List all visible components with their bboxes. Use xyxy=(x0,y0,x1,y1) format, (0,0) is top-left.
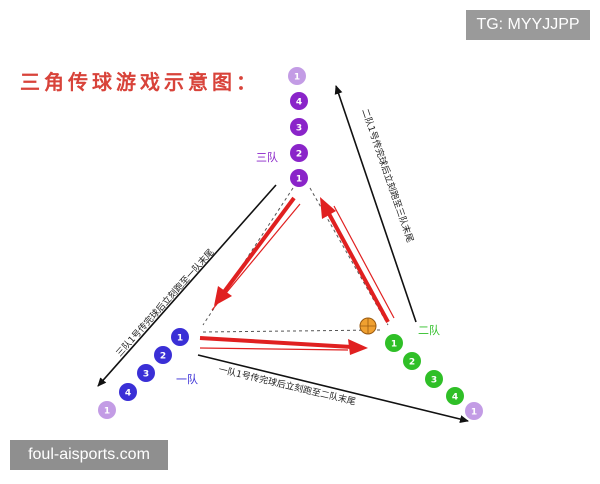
team1-member-label: 1 xyxy=(104,407,110,417)
team2-member-label: 1 xyxy=(471,408,477,418)
team2-member-label: 3 xyxy=(431,376,437,386)
team3-member-label: 4 xyxy=(296,98,302,108)
note-team2-run: 二队1号传完球后立刻跑至三队末尾 xyxy=(359,107,416,244)
team1-member-3: 3 xyxy=(137,364,155,382)
run-arrow-team1-to-team2 xyxy=(197,354,469,423)
team3-member-label: 3 xyxy=(296,124,302,134)
site-watermark: foul-aisports.com xyxy=(10,440,168,470)
run-arrow-team2-to-team3 xyxy=(334,85,417,323)
team3-member-label: 2 xyxy=(296,150,302,160)
pass-arrow-team2-to-team3 xyxy=(320,197,395,323)
team1-member-1: 1 xyxy=(171,328,189,346)
team2-member-2: 2 xyxy=(403,352,421,370)
team1-member-label: 1 xyxy=(177,334,183,344)
team2-member-1: 1 xyxy=(385,334,403,352)
diagram-title: 三角传球游戏示意图： xyxy=(20,70,260,94)
team2-member-5: 1 xyxy=(465,402,483,420)
tg-watermark: TG: MYYJJPP xyxy=(466,10,590,40)
team1-member-4: 4 xyxy=(119,383,137,401)
team1-member-5: 1 xyxy=(98,401,116,419)
team2-member-4: 4 xyxy=(446,387,464,405)
team3-member-2: 2 xyxy=(290,144,308,162)
team3-member-3: 3 xyxy=(290,118,308,136)
basketball-icon xyxy=(359,317,377,335)
run-arrow-team3-to-team1 xyxy=(97,184,277,387)
pass-arrow-team1-to-team2 xyxy=(199,336,368,355)
team3-member-1: 1 xyxy=(290,169,308,187)
team3-member-label: 1 xyxy=(294,73,300,83)
team2-member-label: 2 xyxy=(409,358,415,368)
team2-member-label: 4 xyxy=(452,393,458,403)
team3-member-4: 4 xyxy=(290,92,308,110)
team1-member-label: 2 xyxy=(160,352,166,362)
team3-member-5: 1 xyxy=(288,67,306,85)
team2-member-label: 1 xyxy=(391,340,397,350)
team-members: 1 2 3 4 1 1 2 3 4 1 1 2 3 4 1 xyxy=(98,67,483,420)
team1-member-2: 2 xyxy=(154,346,172,364)
team3-label: 三队 xyxy=(256,150,278,164)
note-team1-run: 一队1号传完球后立刻跑至二队末尾 xyxy=(217,363,357,408)
team1-member-label: 3 xyxy=(143,370,149,380)
team3-member-label: 1 xyxy=(296,175,302,185)
pass-arrow-team3-to-team1 xyxy=(211,196,301,311)
team2-member-3: 3 xyxy=(425,370,443,388)
team1-label: 一队 xyxy=(176,372,198,386)
note-team3-run: 三队1号传完球后立刻跑至一队末尾 xyxy=(113,246,216,359)
dashed-guide-bottom xyxy=(202,329,381,333)
team2-label: 二队 xyxy=(418,323,440,337)
team1-member-label: 4 xyxy=(125,389,131,399)
